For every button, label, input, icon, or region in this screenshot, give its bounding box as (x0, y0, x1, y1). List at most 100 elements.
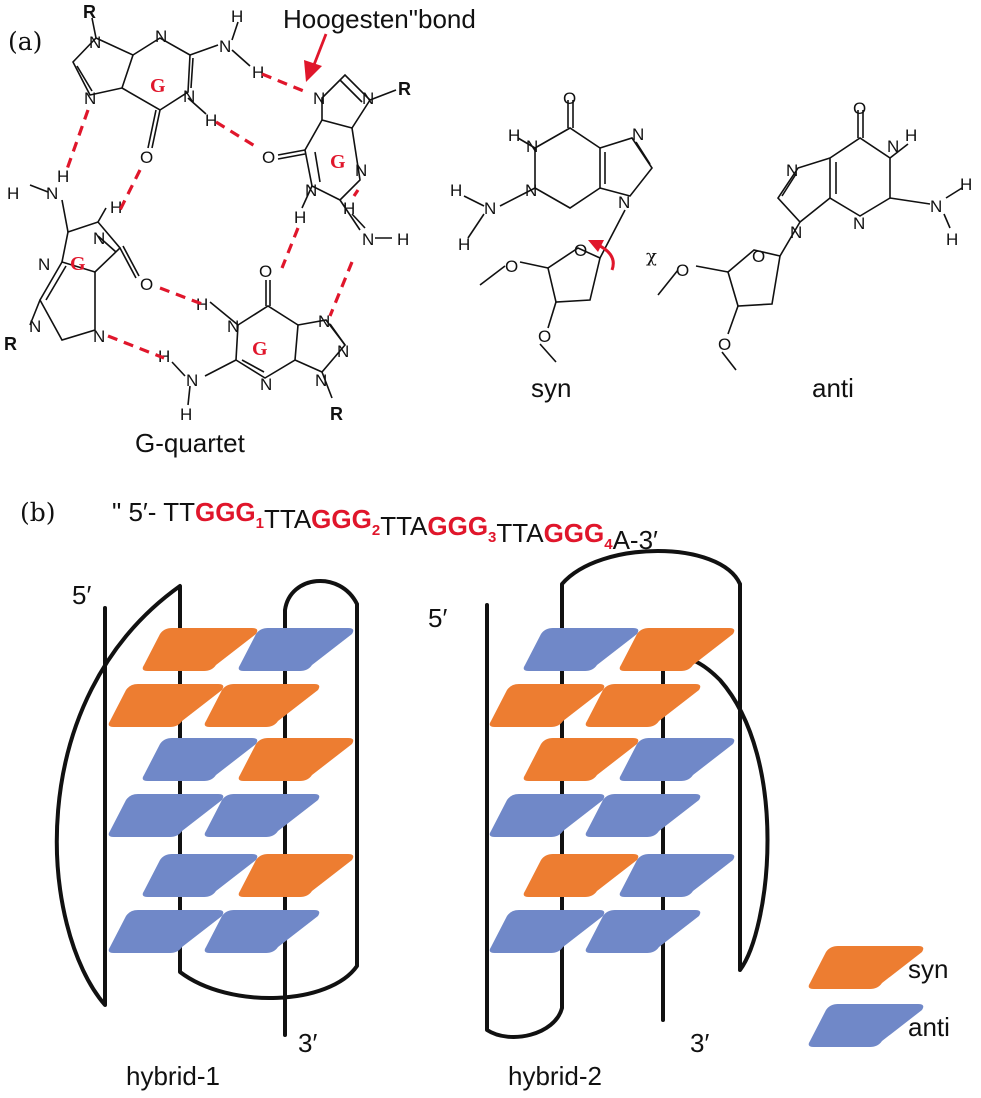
atom-o: O (140, 148, 153, 167)
sequence: " 5′- TTGGG1TTAGGG2TTAGGG3TTAGGG4A-3′ (112, 497, 658, 555)
atom-n: N (84, 89, 96, 108)
three-prime-label-2: 3′ (690, 1028, 709, 1058)
atom-n: N (89, 33, 101, 52)
anti-tile (808, 1004, 924, 1047)
g-ring-label: G (150, 75, 166, 97)
g-quartet-label: G-quartet (135, 428, 246, 458)
anti-tile (489, 794, 605, 837)
guanine-ring-4: N N N N N N H H H O R G (158, 262, 349, 424)
sequence-segment: GGG (544, 518, 605, 548)
atom-n: N (337, 342, 349, 361)
atom-h: H (960, 175, 972, 194)
atom-h: H (252, 63, 264, 82)
atom-n: N (29, 317, 41, 336)
hybrid-1-label: hybrid-1 (126, 1061, 220, 1091)
atom-o: O (563, 89, 576, 108)
atom-n: N (38, 255, 50, 274)
hoogsteen-arrow (304, 33, 328, 82)
anti-tile (108, 910, 224, 953)
g-ring-label: G (330, 151, 346, 173)
atom-h: H (57, 167, 69, 186)
atom-h: H (946, 230, 958, 249)
atom-o: O (752, 247, 765, 266)
anti-tile (238, 628, 354, 671)
sequence-segment: " 5′- TT (112, 497, 195, 527)
syn-tile (142, 628, 258, 671)
anti-tile (204, 910, 320, 953)
anti-tile (619, 854, 735, 897)
syn-tile (619, 628, 735, 671)
hoogsteen-bond-label: Hoogesten"bond (283, 4, 476, 34)
atom-n: N (186, 371, 198, 390)
atom-h: H (110, 198, 122, 217)
guanine-ring-2: N N N N N H H H O R G (262, 73, 411, 249)
atom-h: H (205, 111, 217, 130)
anti-nucleoside: O N H N N N H H N O O O (657, 99, 972, 371)
syn-tile (489, 684, 605, 727)
r-group-label: R (4, 334, 17, 354)
sequence-segment: TTA (496, 518, 544, 548)
syn-nucleoside: O N H N N N H H N O O O (450, 89, 653, 363)
atom-o: O (718, 335, 731, 354)
atom-n: N (93, 327, 105, 346)
atom-h: H (180, 405, 192, 424)
atom-h: H (7, 184, 19, 203)
hybrid-2-label: hybrid-2 (508, 1061, 602, 1091)
panel-b-label: (b) (20, 498, 56, 527)
atom-n: N (318, 312, 330, 331)
atom-n: N (313, 89, 325, 108)
anti-tile (585, 794, 701, 837)
r-group-label: R (83, 2, 96, 22)
syn-tile (523, 738, 639, 781)
guanine-ring-1: N N N N N H H H O R G (72, 2, 264, 167)
atom-h: H (458, 235, 470, 254)
syn-label: syn (531, 373, 571, 403)
hybrid-2-tiles (489, 628, 735, 953)
atom-n: N (786, 161, 798, 180)
atom-n: N (930, 197, 942, 216)
atom-n: N (484, 199, 496, 218)
atom-o: O (262, 148, 275, 167)
r-group-label: R (398, 79, 411, 99)
atom-h: H (196, 295, 208, 314)
atom-o: O (259, 262, 272, 281)
atom-n: N (93, 229, 105, 248)
atom-o: O (140, 275, 153, 294)
three-prime-label-1: 3′ (298, 1028, 317, 1058)
atom-n: N (887, 137, 899, 156)
atom-n: N (790, 223, 802, 242)
five-prime-label-1: 5′ (72, 580, 91, 610)
anti-tile (142, 738, 258, 781)
anti-tile (523, 628, 639, 671)
chi-label: χ (646, 246, 657, 267)
anti-tile (619, 738, 735, 781)
sequence-segment: TTA (380, 511, 428, 541)
atom-h: H (397, 230, 409, 249)
atom-n: N (227, 317, 239, 336)
anti-tile (489, 910, 605, 953)
g-ring-label: G (252, 338, 268, 360)
guanine-ring-3: N H H H N N N N O R G (4, 167, 153, 354)
sequence-segment: GGG (427, 511, 488, 541)
anti-tile (108, 794, 224, 837)
hydrogen-bonds (64, 72, 360, 360)
sequence-subscript: 2 (372, 522, 380, 539)
sequence-subscript: 1 (256, 515, 264, 532)
atom-h: H (508, 126, 520, 145)
atom-n: N (526, 137, 538, 156)
atom-o: O (574, 241, 587, 260)
sequence-segment: GGG (311, 504, 372, 534)
atom-h: H (450, 181, 462, 200)
sequence-subscript: 4 (604, 536, 613, 553)
atom-n: N (618, 193, 630, 212)
hybrid-1-strands (54, 579, 359, 1037)
hybrid-2-strands (485, 549, 770, 1039)
atom-h: H (231, 7, 243, 26)
atom-n: N (219, 37, 231, 56)
atom-n: N (315, 371, 327, 390)
atom-n: N (155, 27, 167, 46)
syn-tile (808, 946, 924, 989)
anti-label: anti (812, 373, 854, 403)
